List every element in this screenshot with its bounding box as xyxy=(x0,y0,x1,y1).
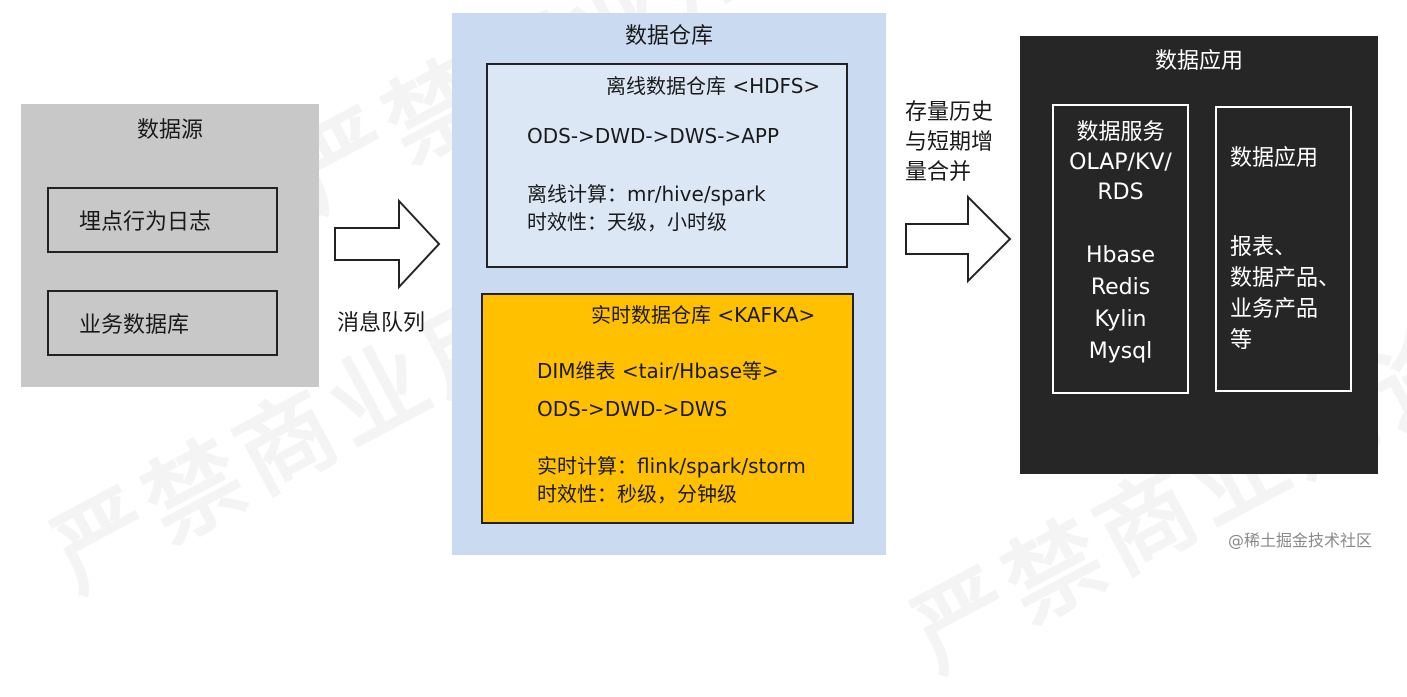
service-line: 数据服务 xyxy=(1076,120,1165,145)
source-label: 埋点行为日志 xyxy=(79,210,212,235)
merge-label-line: 存量历史 xyxy=(905,100,994,125)
realtime-timeliness: 时效性：秒级，分钟级 xyxy=(537,482,737,506)
offline-timeliness: 时效性：天级，小时级 xyxy=(527,210,727,234)
app-item: 等 xyxy=(1230,328,1253,353)
arrow-right-icon xyxy=(334,198,441,290)
app-item: 业务产品 xyxy=(1230,297,1319,322)
realtime-layers: ODS->DWD->DWS xyxy=(537,397,728,421)
arrow-right-icon xyxy=(905,194,1012,284)
store-item: Mysql xyxy=(1088,339,1153,364)
data-apps-box xyxy=(1215,106,1352,392)
data-source-panel xyxy=(21,104,319,387)
application-panel xyxy=(1020,36,1378,474)
source-box-event-logs: 埋点行为日志 xyxy=(47,187,278,253)
offline-layers: ODS->DWD->DWS->APP xyxy=(527,124,780,148)
app-item: 报表、 xyxy=(1230,235,1297,260)
store-item: Kylin xyxy=(1094,307,1147,332)
application-title: 数据应用 xyxy=(1154,49,1243,74)
store-item: Hbase xyxy=(1086,243,1155,268)
message-queue-label: 消息队列 xyxy=(337,311,426,336)
realtime-warehouse-box xyxy=(481,293,854,524)
merge-label-line: 量合并 xyxy=(905,160,972,185)
source-label: 业务数据库 xyxy=(79,313,190,338)
merge-label-line: 与短期增 xyxy=(905,130,994,155)
data-source-title: 数据源 xyxy=(136,118,203,143)
store-item: Redis xyxy=(1090,275,1151,300)
offline-compute: 离线计算：mr/hive/spark xyxy=(527,182,766,206)
realtime-compute: 实时计算：flink/spark/storm xyxy=(537,454,806,478)
footer-credit: @稀土掘金技术社区 xyxy=(1228,531,1373,550)
warehouse-title: 数据仓库 xyxy=(624,24,713,49)
realtime-warehouse-title: 实时数据仓库 <KAFKA> xyxy=(591,303,816,327)
service-line: OLAP/KV/ xyxy=(1069,150,1172,175)
service-line: RDS xyxy=(1097,180,1144,205)
merge-label: 存量历史 与短期增 量合并 xyxy=(905,98,993,188)
offline-warehouse-title: 离线数据仓库 <HDFS> xyxy=(606,74,821,98)
source-box-business-db: 业务数据库 xyxy=(47,290,278,356)
offline-warehouse-box xyxy=(486,63,848,268)
realtime-dim: DIM维表 <tair/Hbase等> xyxy=(537,359,779,383)
data-apps-title: 数据应用 xyxy=(1230,146,1319,171)
app-item: 数据产品、 xyxy=(1230,266,1341,291)
data-service-box: 数据服务 OLAP/KV/ RDS Hbase Redis Kylin Mysq… xyxy=(1052,104,1189,394)
data-apps-list: 报表、 数据产品、 业务产品 等 xyxy=(1230,232,1340,356)
